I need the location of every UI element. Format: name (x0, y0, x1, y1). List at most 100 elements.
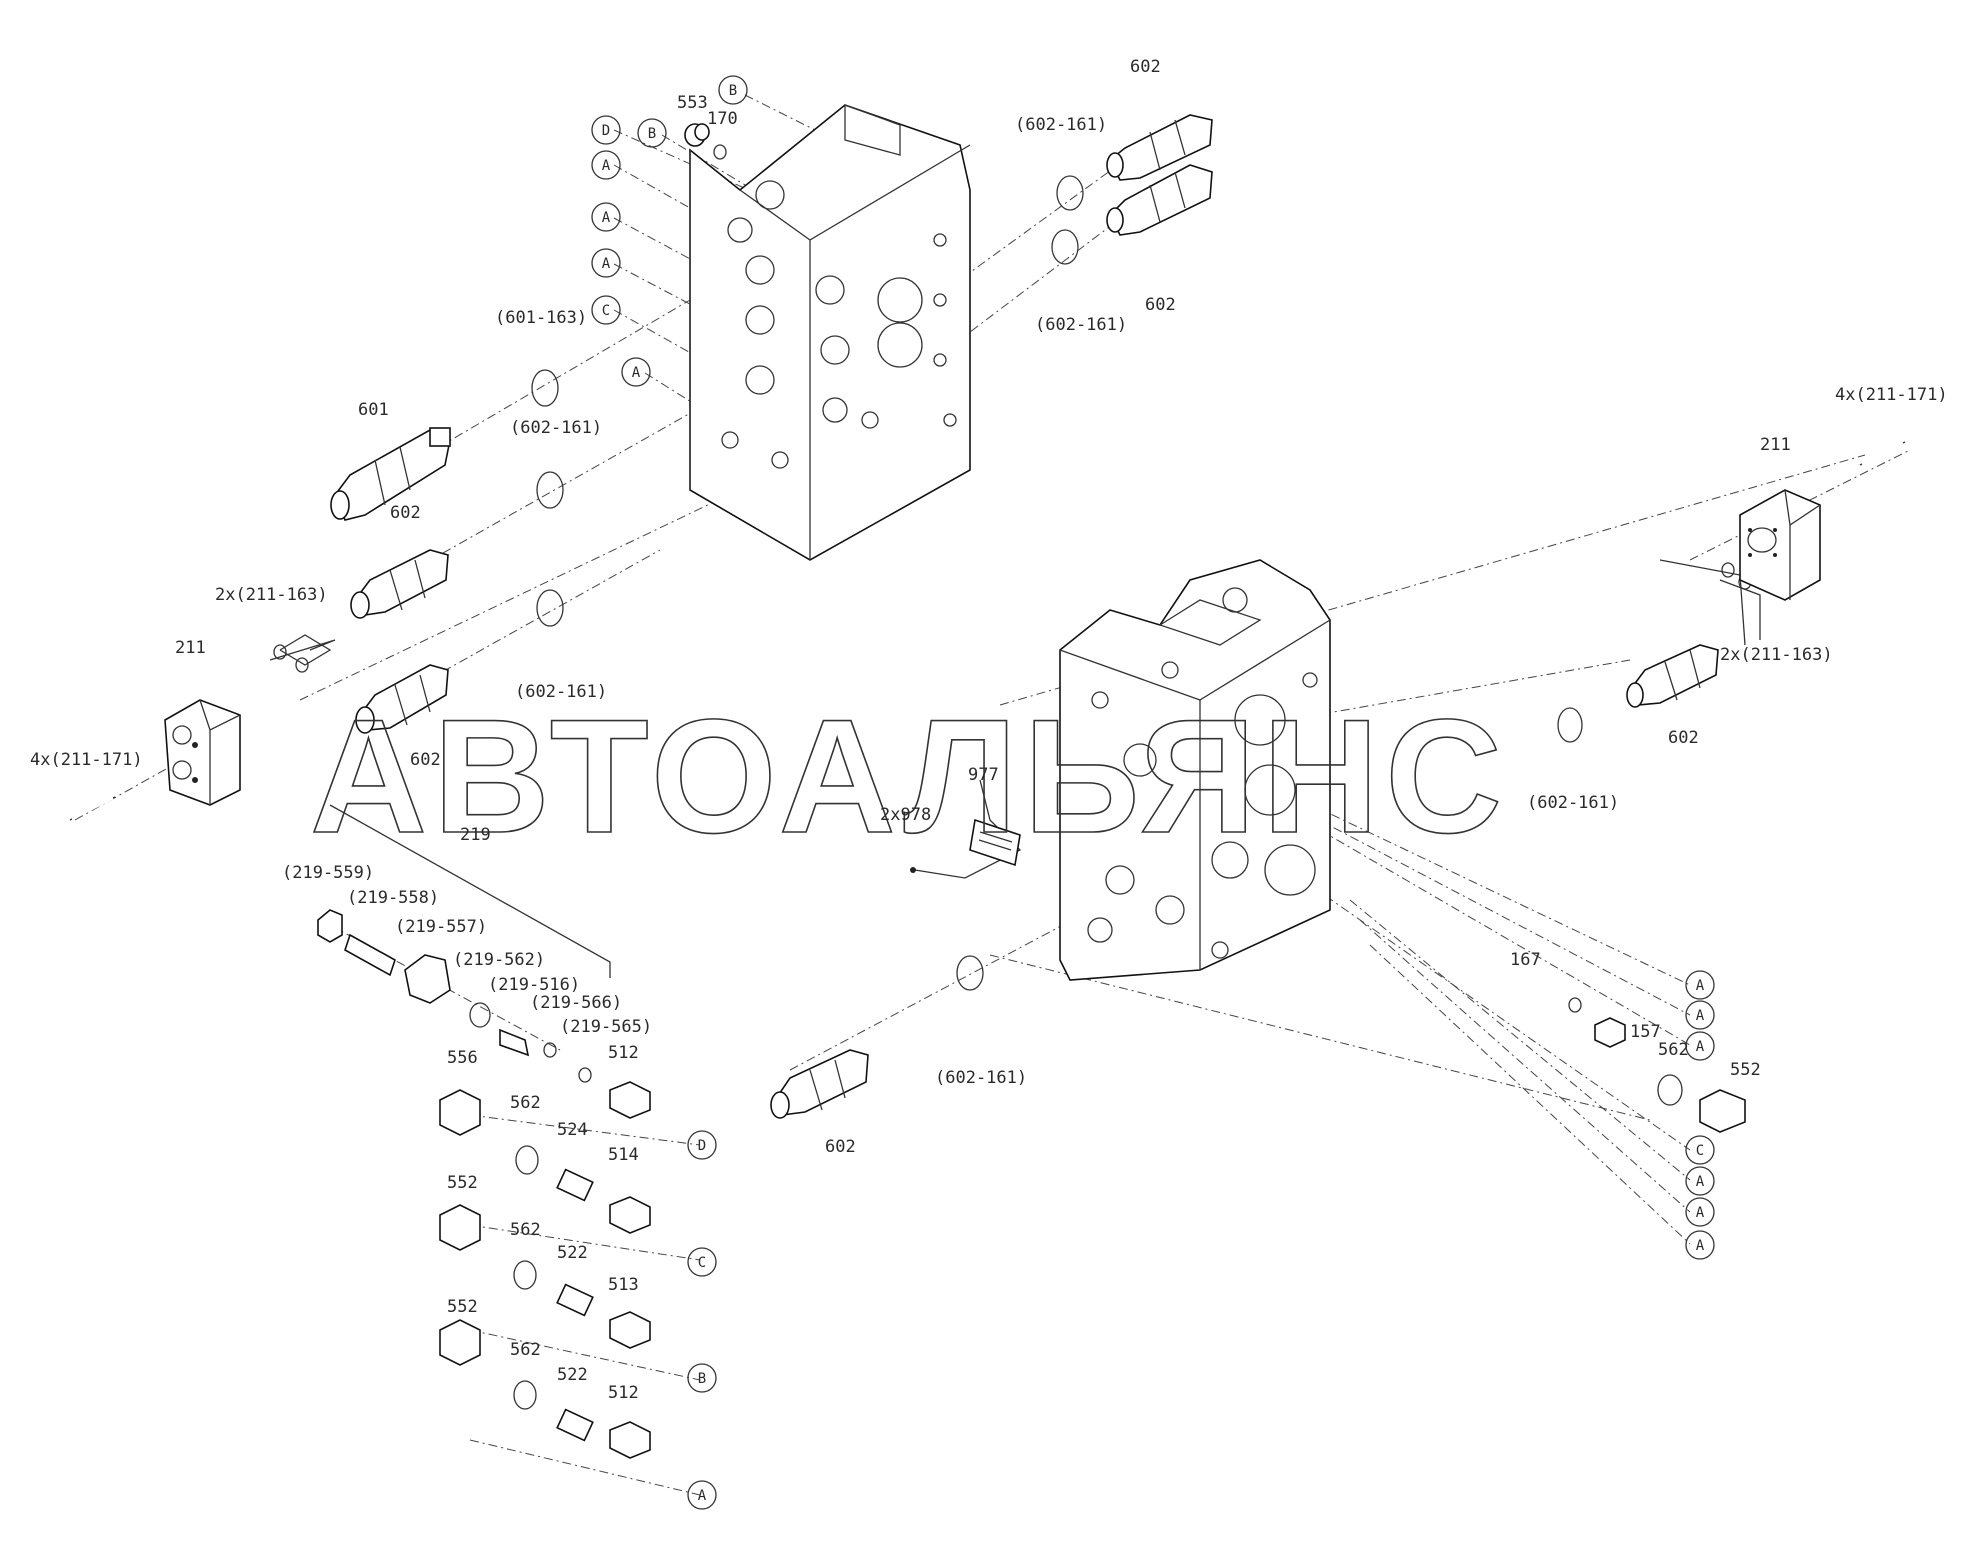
circle-ref-top-d: D (591, 115, 621, 145)
svg-text:A: A (632, 365, 641, 381)
svg-text:D: D (698, 1138, 706, 1154)
circle-ref-stack-d: D (687, 1130, 717, 1160)
o-rings-562-column (513, 1145, 539, 1410)
circle-ref-right-a3: A (1685, 1031, 1715, 1061)
callout-556: 556 (447, 1048, 478, 1068)
assembly-219 (317, 909, 592, 1083)
ref-219-559: (219-559) (282, 863, 374, 883)
circle-ref-right-a6: A (1685, 1230, 1715, 1260)
valve-block-right (1059, 559, 1331, 981)
ref-211-171-left: 4x(211-171) (30, 750, 143, 770)
svg-text:C: C (602, 303, 610, 319)
circle-ref-top-b2: B (637, 118, 667, 148)
callout-562-right: 562 (1658, 1040, 1689, 1060)
ref-211-163-right: 2x(211-163) (1720, 645, 1833, 665)
plug-553 (684, 123, 710, 147)
callout-601: 601 (358, 400, 389, 420)
ref-211-171-right: 4x(211-171) (1835, 385, 1948, 405)
svg-text:A: A (698, 1488, 707, 1504)
callout-157: 157 (1630, 1022, 1661, 1042)
ref-602-161-top-2: (602-161) (1035, 315, 1127, 335)
circle-ref-stack-c: C (687, 1247, 717, 1277)
callout-553: 553 (677, 93, 708, 113)
callout-512-b: 512 (608, 1383, 639, 1403)
callout-524: 524 (557, 1120, 588, 1140)
callout-522-a: 522 (557, 1243, 588, 1263)
cartridge-602-top-1 (1106, 114, 1213, 181)
circle-references: B D B A A A C A A A A C A A A D C B A (591, 75, 1715, 1510)
plugs-left-column (439, 1089, 481, 1366)
ref-601-163: (601-163) (495, 308, 587, 328)
circle-ref-stack-b: B (687, 1363, 717, 1393)
ref-219-516: (219-516) (488, 975, 580, 995)
springs-column (556, 1168, 594, 1442)
callout-514: 514 (608, 1145, 639, 1165)
callout-211-right: 211 (1760, 435, 1791, 455)
circle-ref-right-a1: A (1685, 970, 1715, 1000)
circle-ref-top-a3: A (591, 248, 621, 278)
svg-text:A: A (1696, 1039, 1705, 1055)
circle-ref-stack-a: A (687, 1480, 717, 1510)
callout-167: 167 (1510, 950, 1541, 970)
part-callouts: 553 170 602 602 601 602 602 211 211 602 … (175, 57, 1791, 1403)
ref-219-565: (219-565) (560, 1017, 652, 1037)
valve-block-top (689, 104, 971, 561)
callout-552-right: 552 (1730, 1060, 1761, 1080)
screw-211-171-left (69, 796, 116, 821)
ref-219-557: (219-557) (395, 917, 487, 937)
callout-602-bottom: 602 (825, 1137, 856, 1157)
callout-602-left-1: 602 (390, 503, 421, 523)
svg-text:A: A (1696, 1174, 1705, 1190)
circle-ref-right-c: C (1685, 1135, 1715, 1165)
ref-602-161-left-2: (602-161) (515, 682, 607, 702)
ref-219-566: (219-566) (530, 993, 622, 1013)
circle-ref-right-a2: A (1685, 1000, 1715, 1030)
svg-text:A: A (1696, 978, 1705, 994)
svg-text:A: A (1696, 1238, 1705, 1254)
block-211-left (164, 699, 241, 806)
callout-2x978: 2x978 (880, 805, 931, 825)
o-rings (273, 144, 1752, 1106)
callout-602-left-2: 602 (410, 750, 441, 770)
callout-602-right: 602 (1668, 728, 1699, 748)
callout-522-b: 522 (557, 1365, 588, 1385)
svg-text:A: A (1696, 1205, 1705, 1221)
ref-211-163-left: 2x(211-163) (215, 585, 328, 605)
svg-text:A: A (602, 256, 611, 272)
svg-text:C: C (698, 1255, 706, 1271)
ref-602-161-top-1: (602-161) (1015, 115, 1107, 135)
svg-text:A: A (1696, 1008, 1705, 1024)
circle-ref-top-a1: A (591, 150, 621, 180)
leader-lines (74, 94, 1911, 1496)
ref-602-161-left-1: (602-161) (510, 418, 602, 438)
callout-512-a: 512 (608, 1043, 639, 1063)
callout-602-top-1: 602 (1130, 57, 1161, 77)
parts-157-552-right (1594, 1017, 1746, 1133)
spools-column (609, 1081, 651, 1459)
callout-211-left: 211 (175, 638, 206, 658)
callout-562-c: 562 (510, 1340, 541, 1360)
svg-text:A: A (602, 210, 611, 226)
svg-text:C: C (1696, 1143, 1704, 1159)
reference-labels: (602-161) (602-161) (601-163) (602-161) … (30, 115, 1948, 1088)
cartridge-602-left-2 (355, 664, 449, 734)
svg-text:A: A (602, 158, 611, 174)
callout-977: 977 (968, 765, 999, 785)
callout-562-a: 562 (510, 1093, 541, 1113)
circle-ref-top-c: C (591, 295, 621, 325)
ref-219-562: (219-562) (453, 950, 545, 970)
watermark-text: АВТОАЛЬЯНС (310, 686, 1508, 867)
callout-219: 219 (460, 825, 491, 845)
svg-text:B: B (698, 1371, 706, 1387)
circle-ref-top-a4: A (621, 357, 651, 387)
callout-602-top-2: 602 (1145, 295, 1176, 315)
ref-602-161-bottom: (602-161) (935, 1068, 1027, 1088)
callout-552-a: 552 (447, 1173, 478, 1193)
circle-ref-top-a2: A (591, 202, 621, 232)
callout-170: 170 (707, 109, 738, 129)
callout-513: 513 (608, 1275, 639, 1295)
cartridge-602-left-1 (350, 549, 449, 619)
cartridge-602-top-2 (1106, 164, 1213, 236)
